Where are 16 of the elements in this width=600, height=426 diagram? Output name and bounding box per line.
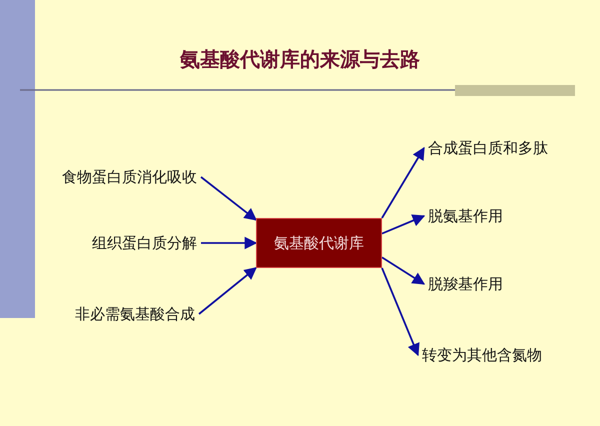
node-label: 合成蛋白质和多肽	[428, 138, 548, 158]
process-box: 氨基酸代谢库	[256, 218, 382, 268]
arrow	[381, 268, 420, 356]
node-label: 转变为其他含氮物	[422, 345, 542, 365]
arrow	[382, 214, 426, 234]
node-label: 脱羧基作用	[428, 274, 503, 294]
title: 氨基酸代谢库的来源与去路	[178, 46, 421, 73]
node-label: 非必需氨基酸合成	[75, 304, 195, 324]
arrow	[201, 236, 258, 250]
arrow	[198, 267, 257, 315]
arrow	[381, 146, 425, 218]
node-label: 食物蛋白质消化吸收	[62, 167, 197, 187]
node-label: 组织蛋白质分解	[92, 233, 197, 253]
node-label: 脱氨基作用	[428, 206, 503, 226]
arrow	[200, 176, 257, 221]
arrow	[382, 256, 426, 285]
